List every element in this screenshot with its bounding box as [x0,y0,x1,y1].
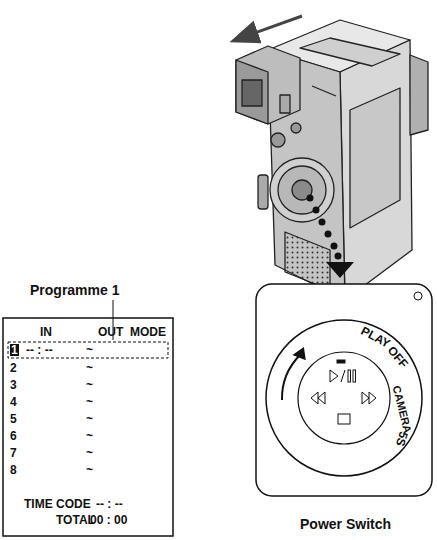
row-number: 5 [10,413,17,425]
table-cell: -- : -- [26,344,53,356]
table-cell: -- : -- [96,498,123,510]
switch-panel [256,284,432,496]
dial-symbols [311,360,376,424]
table-cell: ~ [86,362,93,374]
row-number: 6 [10,430,17,442]
table-cell: ~ [86,396,93,408]
dial-inner [298,352,390,444]
turn-arrow [282,355,300,400]
pointer-triangle [326,262,354,278]
camcorder [236,20,428,300]
table-cell: ~ [86,447,93,459]
row-number: 8 [10,464,17,476]
lamp [414,292,422,300]
programme-frame [8,342,168,358]
table-cell: ~ [86,430,93,442]
column-head: IN [40,326,52,338]
table-cell: ~ [86,413,93,425]
table-cell: ~ [86,379,93,391]
turn-arrow-head [292,347,310,365]
table-cell: 00 : 00 [90,514,127,526]
row-number: 7 [10,447,17,459]
table-cell: ~ [86,344,93,356]
row-number: 2 [10,362,17,374]
table-cell: TIME CODE [24,498,91,510]
switch-dial [266,320,422,476]
row-number: 1 [10,344,19,356]
pull-arrow [252,16,302,34]
column-head: OUT [98,326,123,338]
screen-frame [3,318,173,536]
row-number: 3 [10,379,17,391]
part-name: Power Switch [300,517,391,531]
table-cell: ~ [86,464,93,476]
column-head: MODE [130,326,166,338]
dotted-trail [307,195,342,260]
row-number: 4 [10,396,17,408]
table-cell: TOTAL [56,514,95,526]
callout-label: Programme 1 [30,283,119,297]
